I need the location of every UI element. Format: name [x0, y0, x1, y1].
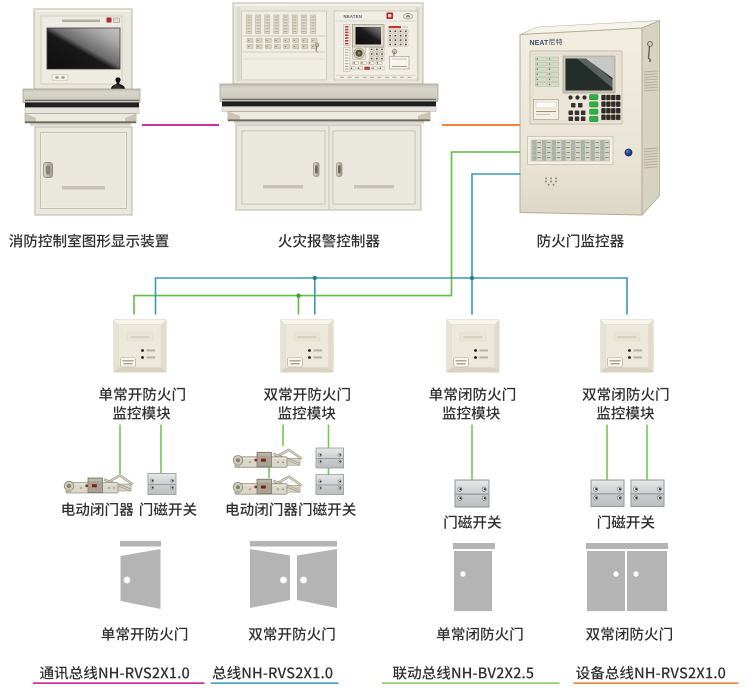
svg-text:NEATEN: NEATEN: [344, 14, 363, 19]
svg-text:NEAT: NEAT: [530, 40, 550, 47]
